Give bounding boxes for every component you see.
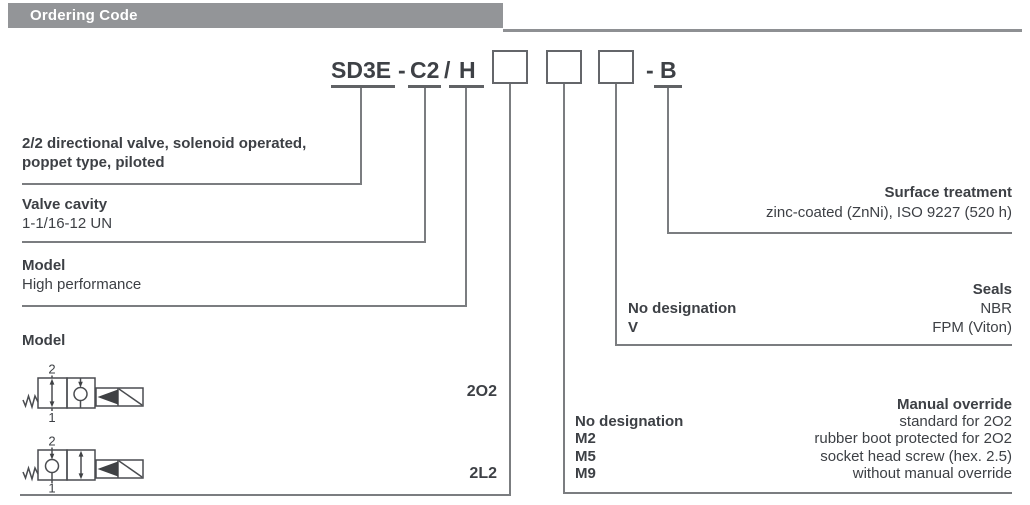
valve-symbol-2O2: 2 1 (22, 362, 144, 425)
connector-v-family (360, 88, 362, 183)
manual-override-row-code: M9 (575, 464, 596, 482)
valve-symbol-2L2: 2 1 (22, 434, 144, 496)
underline-cavity (408, 85, 441, 88)
underline-suffix (654, 85, 682, 88)
description-line1: 2/2 directional valve, solenoid operated… (22, 135, 307, 152)
seals-row: V FPM (Viton) (628, 318, 1012, 337)
code-cavity: C2 (410, 57, 440, 83)
valve-cavity-title: Valve cavity (22, 196, 108, 213)
port-label-bottom: 1 (48, 410, 55, 425)
port-label-top: 2 (48, 362, 55, 377)
port-label-top: 2 (48, 434, 55, 449)
solenoid-icon (97, 461, 118, 477)
surface-treatment-title: Surface treatment (884, 184, 1012, 201)
manual-override-row: No designation standard for 2O2 (575, 413, 1012, 430)
section-line-description (22, 183, 362, 185)
manual-override-row-value: standard for 2O2 (899, 413, 1012, 431)
code-placeholder-box-seals (598, 50, 634, 84)
section-line-cavity (22, 241, 426, 243)
symbol-code-2O2: 2O2 (466, 383, 497, 400)
seals-block: Seals No designation NBR V FPM (Viton) (628, 280, 1012, 337)
connector-v-manual-override (563, 84, 565, 492)
manual-override-row: M2 rubber boot protected for 2O2 (575, 430, 1012, 447)
code-family: SD3E (331, 57, 392, 83)
connector-v-seals (615, 84, 617, 344)
code-model: H (459, 57, 476, 83)
seals-row: No designation NBR (628, 299, 1012, 318)
section-line-symbols (20, 494, 511, 496)
manual-override-row-value: rubber boot protected for 2O2 (814, 430, 1012, 448)
code-suffix: - B (646, 57, 677, 83)
model-performance-value: High performance (22, 276, 142, 293)
seals-row-code: V (628, 319, 639, 336)
section-line-model (22, 305, 467, 307)
model-performance-block: Model High performance (22, 256, 141, 294)
model-symbols-title: Model (22, 332, 66, 349)
spring-icon (22, 465, 39, 482)
port-label-bottom: 1 (48, 481, 55, 496)
code-dash: - (398, 57, 406, 83)
valve-cavity-value: 1-1/16-12 UN (22, 215, 113, 232)
seals-row-code: No designation (628, 300, 737, 317)
spring-icon (22, 393, 39, 410)
manual-override-row-code: M2 (575, 430, 596, 448)
manual-override-row-code: No designation (575, 413, 684, 431)
description-line2: poppet type, piloted (22, 153, 165, 171)
manual-override-row-value: without manual override (852, 464, 1012, 482)
solenoid-icon (97, 389, 118, 405)
section-line-manual-override (563, 492, 1012, 494)
code-placeholder-box-model (492, 50, 528, 84)
code-placeholder-box-manual-override (546, 50, 582, 84)
underline-family (331, 85, 395, 88)
manual-override-title: Manual override (896, 396, 1012, 413)
valve-cavity-block: Valve cavity 1-1/16-12 UN (22, 195, 112, 233)
section-line-surface (667, 232, 1012, 234)
connector-v-surface (667, 88, 669, 232)
connector-v-cavity (424, 88, 426, 241)
header-rule (503, 29, 1022, 32)
symbol-code-2L2: 2L2 (469, 465, 497, 482)
manual-override-block: Manual override No designation standard … (575, 396, 1012, 482)
model-performance-title: Model (22, 257, 66, 274)
description-block: 2/2 directional valve, solenoid operated… (22, 135, 306, 172)
surface-treatment-value: zinc-coated (ZnNi), ISO 9227 (520 h) (766, 203, 1012, 221)
connector-v-model (465, 88, 467, 305)
code-slash: / (444, 57, 451, 83)
manual-override-row-code: M5 (575, 447, 596, 465)
seals-row-value: NBR (980, 300, 1012, 317)
seals-title: Seals (972, 281, 1012, 298)
manual-override-row: M9 without manual override (575, 465, 1012, 482)
manual-override-row: M5 socket head screw (hex. 2.5) (575, 448, 1012, 465)
page-title: Ordering Code (30, 7, 138, 24)
underline-model (449, 85, 484, 88)
section-header-bar: Ordering Code (8, 3, 503, 28)
section-line-seals (615, 344, 1012, 346)
surface-treatment-block: Surface treatment zinc-coated (ZnNi), IS… (662, 183, 1012, 222)
manual-override-row-value: socket head screw (hex. 2.5) (820, 447, 1012, 465)
connector-v-symbol (509, 84, 511, 494)
seals-row-value: FPM (Viton) (932, 319, 1012, 336)
